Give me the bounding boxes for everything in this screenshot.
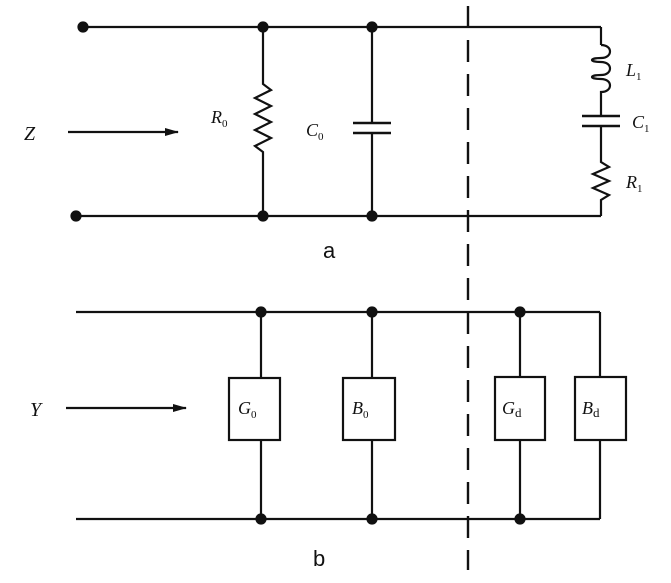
label-gd: Gd <box>502 398 522 420</box>
label-c1: C1 <box>632 112 650 135</box>
conductance-g0 <box>227 306 282 525</box>
caption-a: a <box>323 238 336 263</box>
circuit-a-bottom-terminal <box>70 210 82 222</box>
label-r1: R1 <box>625 172 643 195</box>
susceptance-bd <box>573 312 628 519</box>
capacitor-c0 <box>353 21 391 222</box>
label-bd: Bd <box>582 398 600 420</box>
circuit-b <box>66 306 628 525</box>
conductance-gd <box>493 306 547 525</box>
circuit-a <box>68 21 620 222</box>
susceptance-b0 <box>341 306 397 525</box>
inductor-l1 <box>590 43 612 116</box>
series-branch-l1-c1-r1 <box>582 27 620 216</box>
circuit-a-input-label: Z <box>24 123 36 145</box>
label-c0: C0 <box>306 120 324 143</box>
label-g0: G0 <box>238 398 257 421</box>
label-l1: L1 <box>625 60 642 83</box>
caption-b: b <box>313 546 325 571</box>
label-b0: B0 <box>352 398 369 421</box>
circuit-b-input-label: Y <box>30 399 43 421</box>
resistor-r1 <box>590 126 612 216</box>
resistor-r0 <box>252 21 274 222</box>
circuit-a-top-terminal <box>77 21 89 33</box>
label-r0: R0 <box>210 107 228 130</box>
